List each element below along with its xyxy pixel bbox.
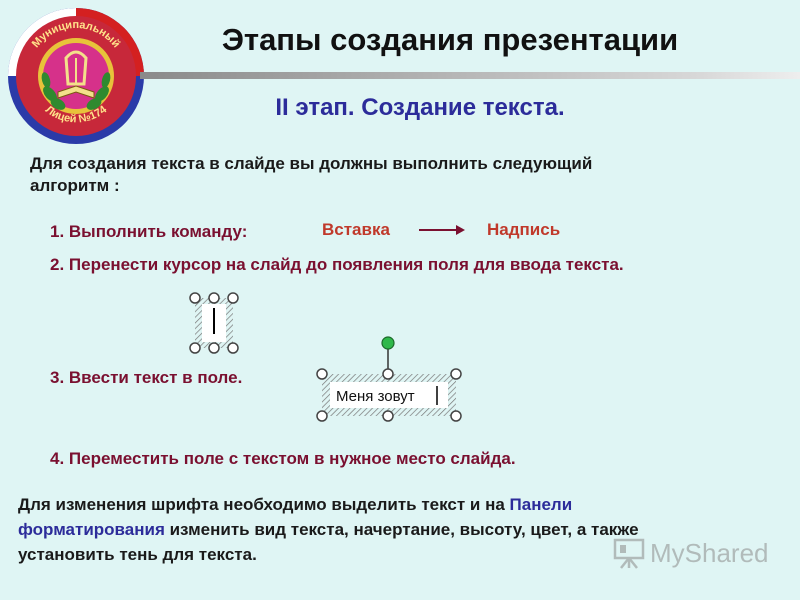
title-divider <box>140 72 800 79</box>
step-1: 1. Выполнить команду: <box>50 222 248 241</box>
textbox-sample-text: Меня зовут <box>336 388 415 405</box>
intro-line-1: Для создания текста в слайде вы должны в… <box>30 154 593 173</box>
school-logo: Муниципальный Лицей №174 <box>8 8 144 144</box>
arrow-right-icon <box>419 225 465 235</box>
command-textbox: Надпись <box>487 220 561 239</box>
section-subtitle: II этап. Создание текста. <box>275 94 565 121</box>
page-title: Этапы создания презентации <box>221 22 679 57</box>
footer-highlight-formatting: форматирования <box>18 520 165 539</box>
empty-textbox-figure <box>189 292 239 354</box>
step-2: 2. Перенести курсор на слайд до появлени… <box>50 255 624 274</box>
footer-text-line3: установить тень для текста. <box>18 545 257 564</box>
intro-text: Для создания текста в слайде вы должны в… <box>30 153 730 197</box>
footer-text-part1: Для изменения шрифта необходимо выделить… <box>18 495 510 514</box>
intro-line-2: алгоритм : <box>30 176 120 195</box>
filled-textbox-figure: Меня зовут <box>316 336 462 422</box>
footer-highlight-panel: Панели <box>509 495 573 514</box>
step-4: 4. Переместить поле с текстом в нужное м… <box>50 449 516 468</box>
footer-note: Для изменения шрифта необходимо выделить… <box>18 492 798 567</box>
command-insert: Вставка <box>322 220 390 239</box>
presentation-board-icon <box>613 538 645 569</box>
footer-text-part2: изменить вид текста, начертание, высоту,… <box>164 520 639 539</box>
watermark-text: MyShared <box>650 537 769 568</box>
step-3: 3. Ввести текст в поле. <box>50 368 243 387</box>
watermark: MyShared <box>612 536 769 570</box>
